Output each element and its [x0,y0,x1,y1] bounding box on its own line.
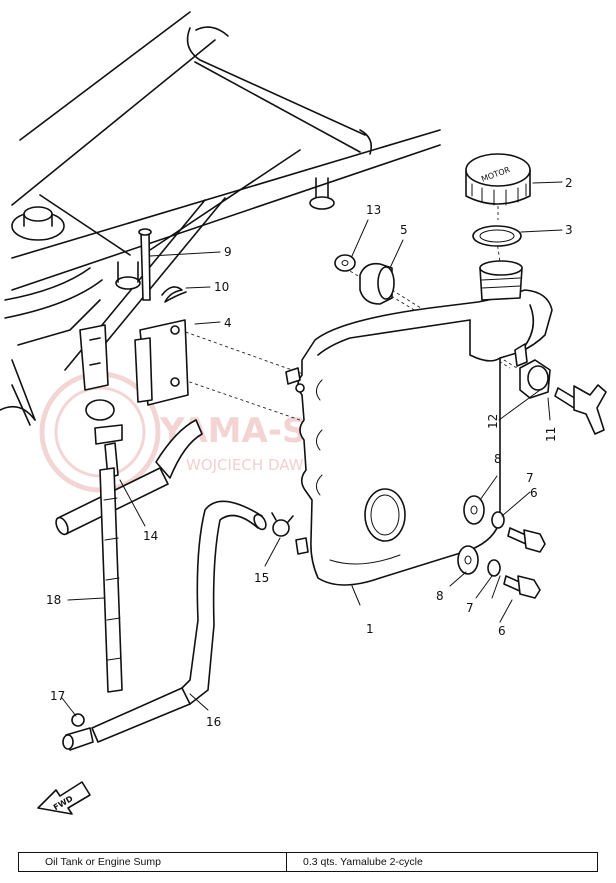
clip-part-10 [161,286,187,303]
callout-12: 12 [486,414,500,429]
oil-tank-part-1 [285,260,553,586]
spec-value-cell: 0.3 qts. Yamalube 2-cycle [303,856,423,868]
spec-item-cell: Oil Tank or Engine Sump [19,853,287,871]
callout-18: 18 [46,593,61,607]
grommet-part-5 [359,262,395,305]
callout-14: 14 [143,529,158,543]
callout-6b: 6 [498,624,506,638]
callout-2: 2 [565,176,573,190]
bracket-part-4 [134,319,189,406]
leader-lines [61,181,563,717]
frame [0,11,441,426]
forward-arrow-icon: FWD [37,781,91,815]
clamp-part-15 [271,512,309,555]
gasket-part-3 [472,225,522,247]
hose-part-16 [91,500,267,743]
callout-10: 10 [214,280,229,294]
callout-8b: 8 [436,589,444,603]
bolt-part-6-upper [507,527,546,553]
callout-7a: 7 [526,471,534,485]
washer-part-8-lower [457,545,479,575]
strap-part-18 [99,467,123,693]
callout-5: 5 [400,223,408,237]
wing-bolt-part-11 [554,384,607,435]
callout-7b: 7 [466,601,474,615]
grommet-part-12 [519,359,551,399]
spec-table: Oil Tank or Engine Sump 0.3 qts. Yamalub… [18,852,598,872]
rod-part-9 [138,228,152,301]
callout-4: 4 [224,316,232,330]
clamp-part-17 [62,713,94,751]
hose-part-14 [55,419,203,536]
callouts: 1 2 3 4 5 6 6 7 7 8 8 9 10 11 12 13 14 1… [46,176,573,729]
callout-17: 17 [50,689,65,703]
callout-11: 11 [544,427,558,442]
lock-washer-part-7-upper [491,511,505,529]
callout-8a: 8 [494,452,502,466]
oil-cap-part-2: MOTOR [465,153,531,206]
lock-washer-part-7-lower [487,559,501,577]
bolt-part-6-lower [503,575,541,599]
callout-3: 3 [565,223,573,237]
washer-part-8-upper [463,495,485,525]
callout-15: 15 [254,571,269,585]
callout-16: 16 [206,715,221,729]
callout-6a: 6 [530,486,538,500]
callout-1: 1 [366,622,374,636]
frame-clamp [79,324,123,479]
washer-part-13 [334,254,356,272]
callout-13: 13 [366,203,381,217]
callout-9: 9 [224,245,232,259]
